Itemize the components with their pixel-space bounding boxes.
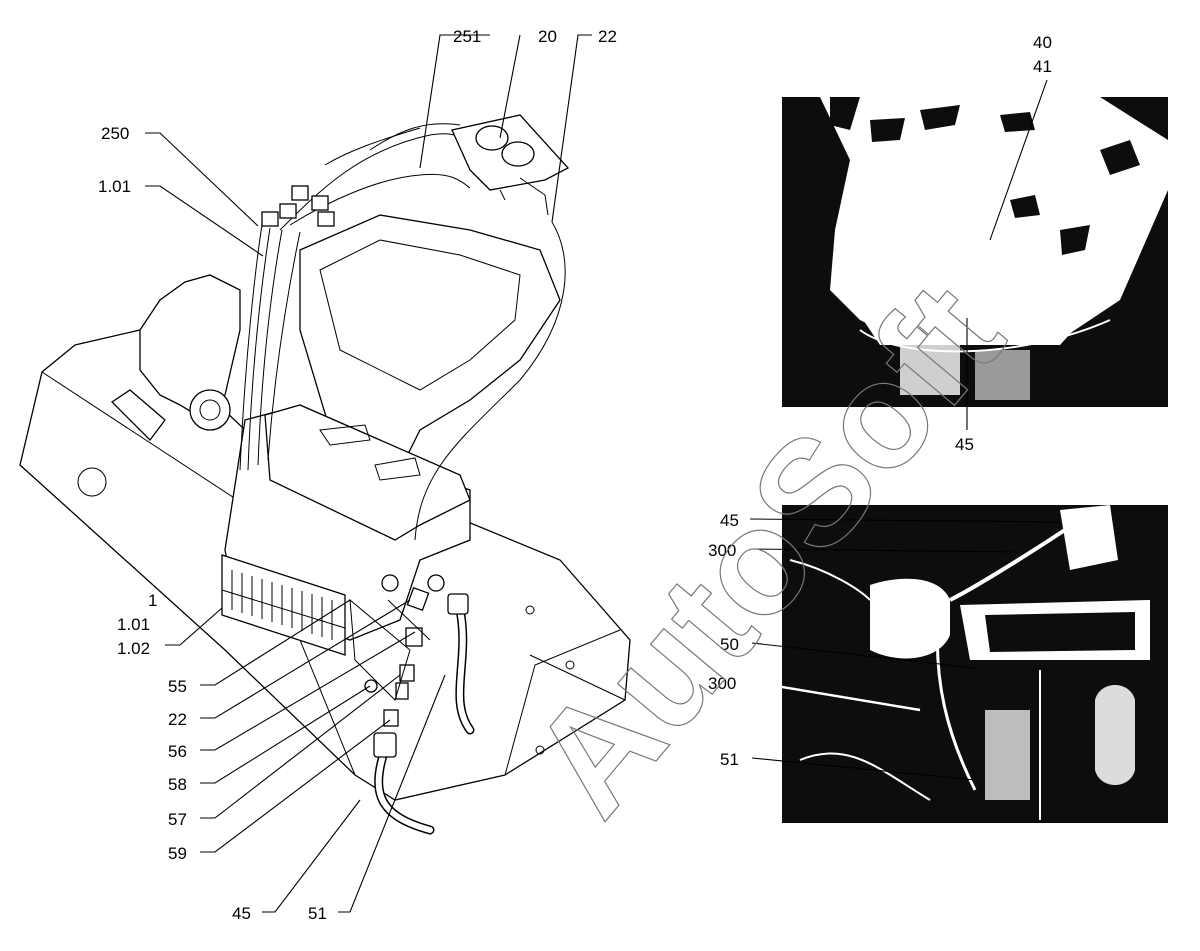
- hose-45: [373, 732, 435, 835]
- hose-51: [447, 593, 475, 735]
- photo-top: 40 41 45: [782, 33, 1168, 454]
- callout-1-01: 1.01: [117, 615, 150, 634]
- callout-58: 58: [168, 775, 187, 794]
- photo1-callout-41: 41: [1033, 57, 1052, 76]
- callout-45-bottom: 45: [232, 904, 251, 923]
- callouts-left: 251 20 22 250 1.01 1 1.01 1.02 55 22 56 …: [98, 27, 617, 923]
- callout-250: 250: [101, 124, 129, 143]
- callout-20: 20: [538, 27, 557, 46]
- photo2-callout-300b: 300: [708, 674, 736, 693]
- callout-59: 59: [168, 844, 187, 863]
- heater-top-cover: [264, 404, 471, 541]
- photo2-callout-45: 45: [720, 511, 739, 530]
- callout-1: 1: [148, 591, 157, 610]
- callout-51-bottom: 51: [308, 904, 327, 923]
- callout-1-01-top: 1.01: [98, 177, 131, 196]
- photo-bottom: 45 300 50 300 51: [708, 505, 1168, 823]
- heater-grille: [221, 554, 346, 656]
- fittings-group: [349, 574, 445, 727]
- line-drawing: [19, 114, 631, 835]
- leader-lines-left: [145, 34, 592, 913]
- round-fitting: [189, 389, 231, 431]
- callout-1-02: 1.02: [117, 639, 150, 658]
- callout-22-top: 22: [598, 27, 617, 46]
- backrest-frame: [299, 214, 561, 471]
- photo1-callout-45: 45: [955, 435, 974, 454]
- callout-57: 57: [168, 810, 187, 829]
- access-cover: [77, 467, 107, 497]
- switch-panel: [451, 114, 570, 216]
- photo2-callout-300a: 300: [708, 541, 736, 560]
- photo2-callout-51: 51: [720, 750, 739, 769]
- callout-56: 56: [168, 742, 187, 761]
- photo1-callout-40: 40: [1033, 33, 1052, 52]
- left-bracket: [139, 274, 241, 421]
- clamp-tab: [110, 389, 166, 441]
- callout-55: 55: [168, 677, 187, 696]
- photo2-callout-50: 50: [720, 635, 739, 654]
- callout-22: 22: [168, 710, 187, 729]
- callout-251: 251: [453, 27, 481, 46]
- wiring-harness: [239, 123, 566, 541]
